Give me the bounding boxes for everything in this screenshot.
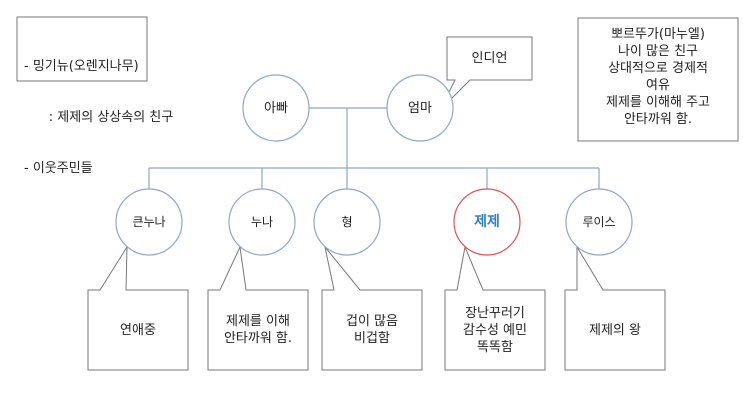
child-note-box <box>444 245 546 371</box>
child-name: 형 <box>341 214 353 229</box>
child-circle <box>228 188 296 256</box>
child-note: 장난꾸러기 감수성 예민 똑똑함 <box>463 305 527 355</box>
child-circle <box>565 188 633 256</box>
father-circle <box>242 74 310 142</box>
note-line: - 밍기뉴(오렌지나무) <box>24 59 139 74</box>
note-line: 안타까워 함. <box>623 112 693 127</box>
note-line: - 이웃주민들 <box>24 161 93 176</box>
child-note-box <box>564 245 666 371</box>
child-note: 겁이 많음 비겁함 <box>346 314 398 346</box>
child-note-box <box>207 245 309 371</box>
left-note-box <box>16 16 148 82</box>
child-name: 큰누나 <box>132 214 166 229</box>
note-line: : 제제의 상상속의 친구 <box>24 110 174 125</box>
child-note-box <box>87 245 189 371</box>
indian-callout <box>439 36 533 111</box>
child-circle <box>453 188 521 256</box>
mother-note: 인디언 <box>471 51 508 66</box>
child-note-box <box>321 246 423 371</box>
note-line: 뽀르뚜가(마누엘) <box>611 27 705 42</box>
note-line: 나이 많은 친구 <box>617 44 699 59</box>
child-name: 누나 <box>250 214 274 229</box>
left-note: - 밍기뉴(오렌지나무) : 제제의 상상속의 친구 - 이웃주민들 <box>24 24 173 194</box>
child-note: 제제의 왕 <box>589 322 641 338</box>
note-line: 제제를 이해해 주고 <box>606 95 710 110</box>
father-label: 아빠 <box>264 100 288 116</box>
mother-circle <box>386 74 454 142</box>
note-line: 상대적으로 경제적 <box>608 61 708 76</box>
right-note-box <box>577 17 739 142</box>
right-note: 뽀르뚜가(마누엘) 나이 많은 친구 상대적으로 경제적 여유 제제를 이해해 … <box>578 26 738 128</box>
child-note: 연애중 <box>120 322 156 338</box>
child-name: 제제 <box>474 213 500 230</box>
child-note: 제제를 이해 안타까워 함. <box>223 314 293 346</box>
child-circle <box>313 188 381 256</box>
note-line: 여유 <box>646 78 670 93</box>
child-circle <box>115 188 183 256</box>
mother-label: 엄마 <box>408 100 432 116</box>
child-name: 루이스 <box>582 214 616 229</box>
